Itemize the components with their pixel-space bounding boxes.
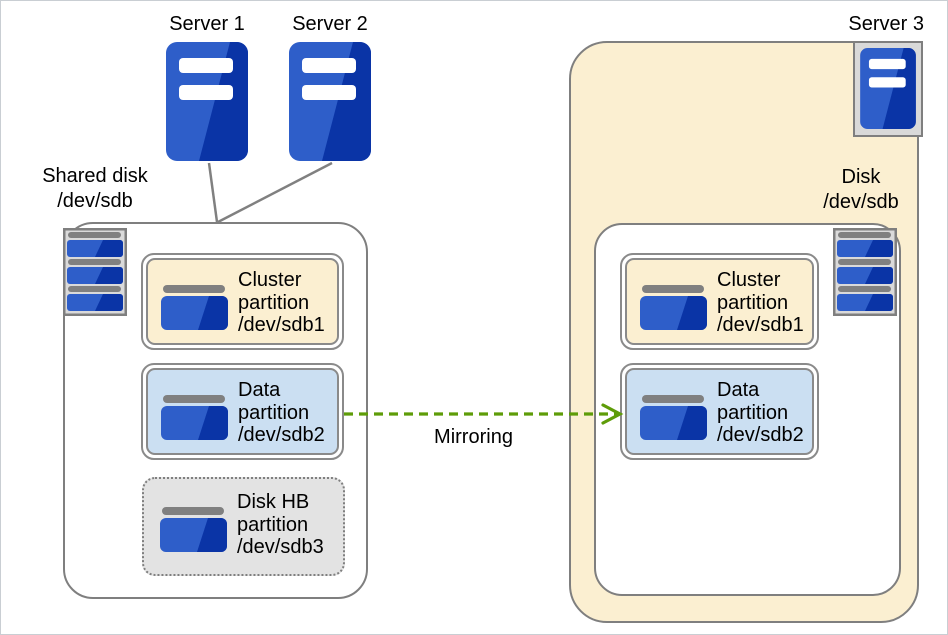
- cluster-partition-box-left: Cluster partition /dev/sdb1: [141, 253, 344, 350]
- partition-icon: [161, 285, 228, 330]
- server1-connection-line: [207, 162, 219, 223]
- server3-iconbox: [853, 41, 923, 137]
- cluster-partition-label: Cluster partition /dev/sdb1: [238, 269, 325, 336]
- cluster-partition-box-right: Cluster partition /dev/sdb1: [620, 253, 819, 350]
- partition-icon: [640, 395, 707, 440]
- server2-icon: [289, 42, 371, 161]
- disk-stack-icon-right: [833, 228, 897, 316]
- server3-label: Server 3: [848, 13, 924, 35]
- server1-label: Server 1: [169, 13, 245, 35]
- partition-icon: [161, 395, 228, 440]
- cluster-partition-label: Cluster partition /dev/sdb1: [717, 269, 804, 336]
- server1-icon: [166, 42, 248, 161]
- disk-hb-partition-box: Disk HB partition /dev/sdb3: [142, 477, 345, 576]
- data-partition-box-left: Data partition /dev/sdb2: [141, 363, 344, 460]
- disk-hb-partition-label: Disk HB partition /dev/sdb3: [237, 491, 324, 558]
- data-partition-label: Data partition /dev/sdb2: [238, 379, 325, 446]
- shared-disk-label: Shared disk /dev/sdb: [42, 165, 148, 212]
- server2-connection-line: [217, 161, 333, 224]
- mirroring-label: Mirroring: [434, 426, 513, 448]
- data-partition-label: Data partition /dev/sdb2: [717, 379, 804, 446]
- server2-label: Server 2: [292, 13, 368, 35]
- partition-icon: [160, 507, 227, 552]
- disk-stack-icon-left: [63, 228, 127, 316]
- server3-icon: [859, 48, 917, 129]
- partition-icon: [640, 285, 707, 330]
- disk-label: Disk /dev/sdb: [823, 166, 899, 213]
- data-partition-box-right: Data partition /dev/sdb2: [620, 363, 819, 460]
